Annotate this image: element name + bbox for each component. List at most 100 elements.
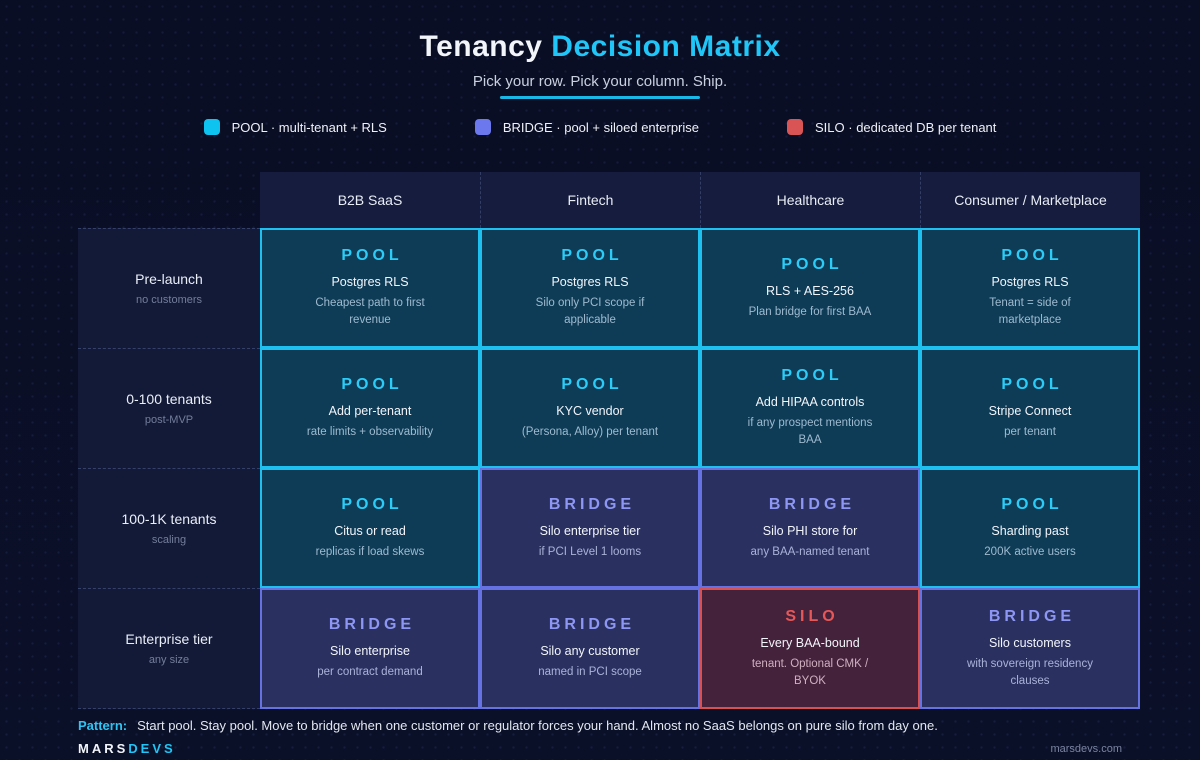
bridge-swatch-icon (474, 119, 491, 135)
cell-primary-note: Silo enterprise (330, 644, 410, 659)
row-label-0-100-tenants: 0-100 tenants post-MVP (78, 348, 260, 468)
row-label-title: 100-1K tenants (121, 511, 217, 527)
page-title-accent: Decision Matrix (551, 30, 781, 63)
matrix-cell-prelaunch-fintech: POOL Postgres RLS Silo only PCI scope if… (480, 228, 700, 348)
brand-main: MARS (78, 741, 129, 756)
cell-secondary-note: if PCI Level 1 looms (538, 545, 642, 558)
cell-secondary-note: per contract demand (317, 666, 423, 679)
pattern-text: Start pool. Stay pool. Move to bridge wh… (137, 718, 938, 733)
cell-primary-note: Silo customers (989, 635, 1071, 650)
cell-strategy-label: POOL (561, 247, 623, 265)
cell-strategy-label: POOL (341, 495, 403, 513)
row-label-title: Enterprise tier (125, 631, 213, 647)
row-label-subtitle: any size (148, 654, 190, 666)
matrix-cell-enterprise-healthcare: SILO Every BAA-bound tenant. Optional CM… (700, 588, 920, 709)
cell-primary-note: Silo any customer (540, 644, 640, 659)
cell-primary-note: Postgres RLS (551, 275, 629, 290)
pattern-summary: Pattern: Start pool. Stay pool. Move to b… (78, 718, 938, 733)
cell-secondary-note: Tenant = side of marketplace (989, 297, 1071, 326)
matrix-cell-0100-fintech: POOL KYC vendor (Persona, Alloy) per ten… (480, 348, 700, 468)
row-label-100-1k-tenants: 100-1K tenants scaling (78, 468, 260, 588)
brand-logo: MARSDEVS (78, 741, 176, 756)
matrix-cell-0100-healthcare: POOL Add HIPAA controls if any prospect … (700, 348, 920, 468)
cell-primary-note: Sharding past (991, 523, 1069, 538)
cell-primary-note: RLS + AES-256 (766, 283, 854, 298)
title-underline (500, 96, 700, 99)
matrix-cell-0100-consumer: POOL Stripe Connect per tenant (920, 348, 1140, 468)
cell-primary-note: Add HIPAA controls (755, 395, 865, 410)
decision-matrix: B2B SaaS Fintech Healthcare Consumer / M… (78, 172, 1140, 709)
row-label-pre-launch: Pre-launch no customers (78, 228, 260, 348)
row-label-subtitle: post-MVP (144, 414, 194, 426)
brand-accent: DEVS (128, 741, 176, 756)
legend: POOL · multi-tenant + RLS BRIDGE · pool … (0, 119, 1200, 135)
cell-strategy-label: POOL (341, 375, 403, 393)
cell-strategy-label: POOL (1001, 375, 1063, 393)
pattern-label: Pattern: (78, 718, 128, 733)
column-header-fintech: Fintech (480, 172, 700, 228)
matrix-cell-enterprise-b2b: BRIDGE Silo enterprise per contract dema… (260, 588, 480, 709)
row-label-title: 0-100 tenants (126, 391, 212, 407)
cell-primary-note: Silo enterprise tier (539, 523, 641, 538)
matrix-cell-1001k-healthcare: BRIDGE Silo PHI store for any BAA-named … (700, 468, 920, 588)
matrix-cell-1001k-fintech: BRIDGE Silo enterprise tier if PCI Level… (480, 468, 700, 588)
page-title: Tenancy Decision Matrix (0, 30, 1200, 64)
column-header-b2b-saas: B2B SaaS (260, 172, 480, 228)
pool-swatch-icon (203, 119, 220, 135)
cell-secondary-note: Silo only PCI scope if applicable (535, 297, 645, 326)
matrix-cell-0100-b2b: POOL Add per-tenant rate limits + observ… (260, 348, 480, 468)
cell-primary-note: Postgres RLS (991, 275, 1069, 290)
cell-secondary-note: if any prospect mentions BAA (747, 417, 873, 446)
cell-strategy-label: POOL (1001, 247, 1063, 265)
cell-strategy-label: POOL (781, 367, 843, 385)
matrix-cell-prelaunch-consumer: POOL Postgres RLS Tenant = side of marke… (920, 228, 1140, 348)
row-label-title: Pre-launch (135, 271, 203, 287)
column-header-consumer: Consumer / Marketplace (920, 172, 1140, 228)
cell-primary-note: KYC vendor (556, 403, 624, 418)
row-label-subtitle: scaling (151, 534, 187, 546)
legend-item-silo: SILO · dedicated DB per tenant (787, 119, 996, 135)
column-header-healthcare: Healthcare (700, 172, 920, 228)
cell-secondary-note: (Persona, Alloy) per tenant (521, 425, 659, 438)
cell-strategy-label: POOL (781, 255, 843, 273)
legend-item-pool: POOL · multi-tenant + RLS (203, 119, 387, 135)
matrix-cell-enterprise-fintech: BRIDGE Silo any customer named in PCI sc… (480, 588, 700, 709)
cell-strategy-label: BRIDGE (548, 495, 636, 513)
cell-secondary-note: per tenant (1004, 425, 1056, 438)
cell-secondary-note: Cheapest path to first revenue (315, 297, 425, 326)
matrix-corner (78, 172, 260, 228)
cell-secondary-note: tenant. Optional CMK / BYOK (751, 657, 869, 687)
cell-strategy-label: POOL (341, 247, 403, 265)
matrix-cell-prelaunch-b2b: POOL Postgres RLS Cheapest path to first… (260, 228, 480, 348)
matrix-cell-enterprise-consumer: BRIDGE Silo customers with sovereign res… (920, 588, 1140, 709)
matrix-cell-prelaunch-healthcare: POOL RLS + AES-256 Plan bridge for first… (700, 228, 920, 348)
legend-label-pool: POOL · multi-tenant + RLS (231, 119, 387, 135)
cell-secondary-note: rate limits + observability (306, 425, 434, 438)
cell-secondary-note: named in PCI scope (538, 666, 642, 679)
cell-secondary-note: Plan bridge for first BAA (748, 305, 872, 318)
cell-primary-note: Postgres RLS (331, 275, 409, 290)
row-label-enterprise-tier: Enterprise tier any size (78, 588, 260, 709)
matrix-cell-1001k-b2b: POOL Citus or read replicas if load skew… (260, 468, 480, 588)
cell-primary-note: Every BAA-bound (760, 635, 860, 650)
cell-strategy-label: POOL (1001, 495, 1063, 513)
page-title-main: Tenancy (419, 30, 552, 63)
cell-secondary-note: replicas if load skews (315, 545, 425, 558)
silo-swatch-icon (787, 119, 804, 135)
cell-secondary-note: any BAA-named tenant (750, 545, 870, 558)
legend-label-bridge: BRIDGE · pool + siloed enterprise (502, 119, 700, 135)
cell-secondary-note: with sovereign residency clauses (967, 657, 1093, 687)
cell-strategy-label: BRIDGE (988, 607, 1076, 625)
cell-strategy-label: POOL (561, 375, 623, 393)
page-subtitle: Pick your row. Pick your column. Ship. (472, 73, 728, 90)
cell-strategy-label: BRIDGE (768, 495, 856, 513)
cell-strategy-label: SILO (785, 607, 839, 625)
cell-primary-note: Silo PHI store for (762, 523, 858, 538)
legend-item-bridge: BRIDGE · pool + siloed enterprise (474, 119, 700, 135)
cell-primary-note: Citus or read (334, 523, 406, 538)
cell-secondary-note: 200K active users (984, 545, 1076, 558)
cell-primary-note: Stripe Connect (988, 403, 1072, 418)
row-label-subtitle: no customers (135, 294, 203, 306)
legend-label-silo: SILO · dedicated DB per tenant (815, 119, 997, 135)
site-url: marsdevs.com (1050, 743, 1122, 755)
